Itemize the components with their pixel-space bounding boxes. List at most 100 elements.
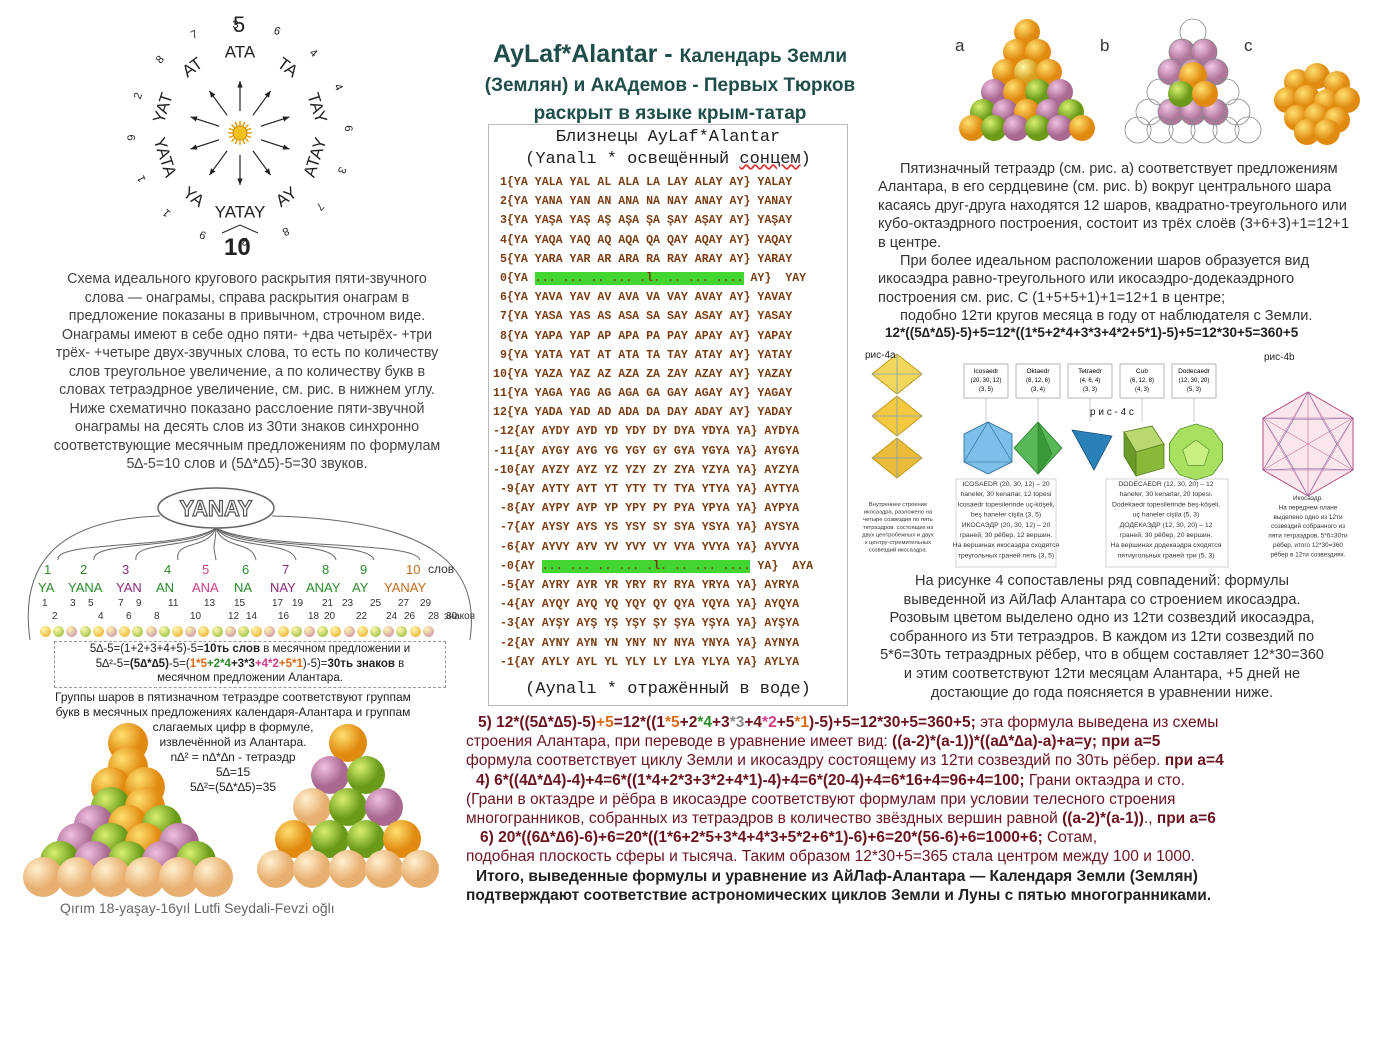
table-row: 7{YA YASA YAS AS ASA SA SAY ASAY AY} YAS… <box>493 307 845 326</box>
onagram-word: TA <box>274 54 302 82</box>
row-tail: AY} YAY <box>743 271 807 285</box>
caption-line: слова — онаграмы, справа раскрытия онагр… <box>84 289 410 306</box>
arrow-icon <box>190 139 220 150</box>
octahedron-shape <box>871 395 923 437</box>
sphere-shape <box>1003 79 1029 105</box>
figure-note-line: beş haneler cişila (3, 5) <box>971 512 1041 519</box>
sphere-shape <box>1168 116 1196 144</box>
fig-label-b: b <box>1100 36 1110 55</box>
circle-side-number: 2 <box>241 235 248 247</box>
row-number: 2 <box>493 195 507 209</box>
formula-bold: (5∆*∆5) <box>129 657 169 670</box>
table-row: 11{YA YAGA YAG AG AGA GA GAY AGAY AY} YA… <box>493 384 845 403</box>
row-text: {YA <box>506 271 535 285</box>
sphere-shape <box>383 820 421 858</box>
row-number: 0 <box>493 271 507 285</box>
dodecahedron-shape <box>1168 423 1224 481</box>
formula-text: в <box>394 657 405 670</box>
row-number: 11 <box>493 387 507 401</box>
arrow-icon <box>190 116 220 127</box>
yanay-word: YAN <box>116 580 142 595</box>
table-rows: 1{YA YALA YAL AL ALA LA LAY ALAY AY} YAL… <box>493 173 845 672</box>
table-row: 12{YA YADA YAD AD ADA DA DAY ADAY AY} YA… <box>493 403 845 422</box>
onagram-word: YAT <box>149 91 177 126</box>
figure-4-caption-line: На рисунке 4 сопоставлены ряд совпадений… <box>914 573 1289 589</box>
sphere-shape <box>1025 115 1051 141</box>
table-row: 6{YA YAVA YAV AV AVA VA VAY AVAY AY} YAV… <box>493 288 845 307</box>
polyhedron-name: Tetraedr <box>1078 368 1103 375</box>
sphere-shape <box>311 756 349 794</box>
sign-count: 20 <box>324 611 336 622</box>
row-text: {AY <box>513 559 542 573</box>
fig-label-a: a <box>955 36 965 55</box>
sign-ball <box>92 626 104 637</box>
sign-ball <box>211 626 223 637</box>
table-row: -5{AY AYRY AYR YR YRY RY RYA YRYA YA} AY… <box>493 576 845 595</box>
connector-line <box>93 527 217 561</box>
formula-text: строения Алантара, при переводе в уравне… <box>466 733 893 751</box>
sign-ball <box>317 626 329 637</box>
figure-note-line: пятиугольных граней три (5, 3) <box>1118 551 1215 559</box>
sphere-shape <box>1047 79 1073 105</box>
row-text: {YA YALA YAL AL ALA LA LAY ALAY AY} YALA… <box>506 176 793 189</box>
octahedron-shape <box>871 437 923 479</box>
circle-side-number: 9 <box>198 228 208 241</box>
formula-text: )-5)= <box>302 657 328 670</box>
groups-caption-line: букв в месячных предложениях календаря-А… <box>55 705 411 719</box>
sign-count: 8 <box>154 611 160 622</box>
formula-part: *1 <box>794 714 810 731</box>
formula-text: месячном предложении Алантара. <box>157 672 343 684</box>
row-number: -10 <box>493 463 514 477</box>
octahedron-shape <box>1013 421 1063 475</box>
page-title: AyLaf*Alantar - Календарь Земли (Землян)… <box>440 40 900 128</box>
sphere-shape <box>347 756 385 794</box>
row-number: 4 <box>493 233 507 247</box>
connector-line <box>135 527 217 561</box>
formula-term: +3*3 <box>230 657 255 670</box>
sphere-shape <box>981 115 1007 141</box>
figure-note-line: к центру-стремительных <box>865 540 931 546</box>
polyhedron-schlafli: (5, 3) <box>1187 387 1201 393</box>
row-text: {YA YAGA YAG AG AGA GA GAY AGAY AY} YAGA… <box>506 387 793 401</box>
row-tail: YA} AYA <box>750 559 814 573</box>
figure-4-caption-line: достающие до года поясняется в уравнении… <box>930 684 1274 701</box>
polyhedron-name: Oktaedr <box>1026 368 1050 375</box>
table-row: -4{AY AYQY AYQ YQ YQY QY QYA YQYA YA} AY… <box>493 595 845 614</box>
polyhedron-counts: (20, 30, 12) <box>971 378 1002 384</box>
groups-caption: Группы шаров в пятизначном тетраэдре соо… <box>38 690 428 795</box>
sphere-shape <box>275 820 313 858</box>
polyhedron-info-box: Oktaedr(8, 12, 6)(3, 4) <box>1015 363 1061 422</box>
arrow-icon <box>208 150 228 176</box>
sign-ball <box>290 626 302 637</box>
figure-4-caption-line: собранного из 5ти тетраэдров. В каждом и… <box>889 628 1315 645</box>
formula-part: при a=4 <box>1164 752 1224 770</box>
sphere-shape <box>193 857 233 897</box>
sphere-shape <box>1314 119 1340 145</box>
sphere-shape <box>125 857 165 897</box>
row-text: {YA YAVA YAV AV AVA VA VAY AVAY AY} YAVA… <box>506 291 793 305</box>
row-number: -6 <box>493 540 514 554</box>
formula-text: 5∆-5=(1+2+3+4+5)-5= <box>89 643 204 655</box>
figure-note-line: выделено одно из 12ти <box>1273 514 1343 521</box>
table-row: -6{AY AYVY AYV YV YVY VY VYA YVYA YA} AY… <box>493 538 845 557</box>
arrow-icon <box>237 155 243 185</box>
sign-ball <box>66 626 78 637</box>
row-number: 6 <box>493 291 507 305</box>
conclusion-line: подтверждают соответствие астрономически… <box>466 886 1212 904</box>
fig-label-c: c <box>1244 36 1253 55</box>
figure-note-line: тетраэдров: состоящих из <box>863 525 933 531</box>
figure-note-line: На вершинах икосаэдра сходятся <box>953 542 1060 549</box>
row-number: 8 <box>493 329 507 343</box>
formula-term: 1*5 <box>189 657 207 670</box>
icosahedron-shape <box>963 421 1013 475</box>
sign-count: 29 <box>420 598 432 609</box>
ball-packing-figures <box>959 18 1360 145</box>
circle-side-number: 8 <box>154 54 167 67</box>
yanay-word: ANAY <box>306 580 341 595</box>
sign-count: 13 <box>204 598 216 609</box>
sign-ball <box>251 626 263 637</box>
formula-part: +3 <box>712 714 730 731</box>
row-number: -1 <box>493 655 514 669</box>
row-text: {YA YATA YAT AT ATA TA TAY ATAY AY} YATA… <box>506 348 793 362</box>
